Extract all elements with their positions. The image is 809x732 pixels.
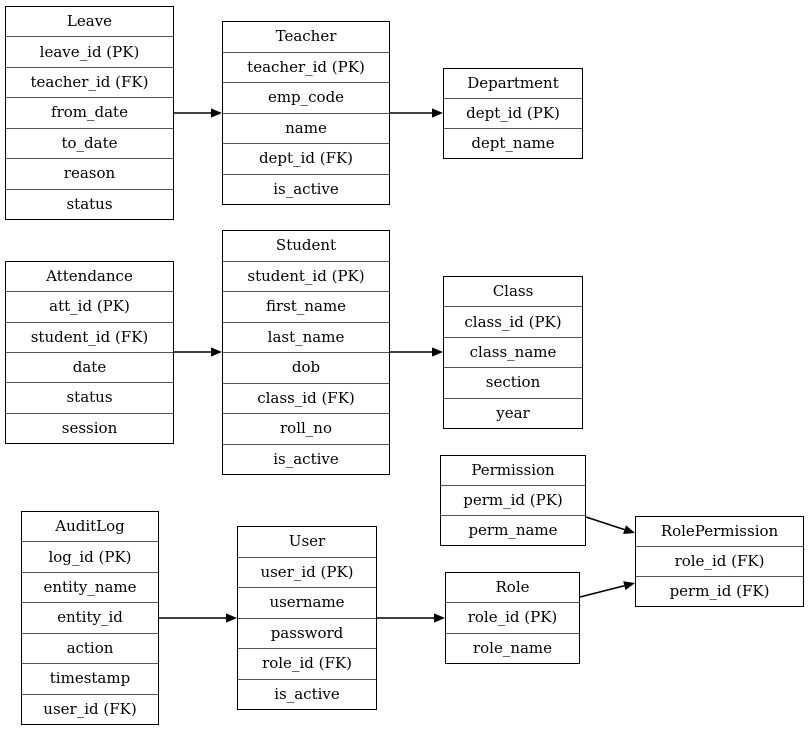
entity-field-attendance-3: status (6, 382, 173, 413)
arrowhead-icon (434, 613, 445, 623)
entity-title-attendance: Attendance (6, 262, 173, 292)
entity-field-teacher-1: emp_code (223, 82, 389, 113)
relationship-leave-teacher (174, 108, 222, 118)
entity-field-auditlog-2: entity_id (22, 602, 158, 633)
entity-field-auditlog-1: entity_name (22, 571, 158, 603)
entity-field-class-0: class_id (PK) (444, 306, 582, 337)
entity-field-permission-0: perm_id (PK) (441, 485, 585, 515)
entity-field-teacher-3: dept_id (FK) (223, 143, 389, 174)
entity-field-rolepermission-0: role_id (FK) (636, 546, 803, 576)
entity-field-role-1: role_name (446, 632, 579, 663)
entity-field-user-0: user_id (PK) (238, 556, 376, 587)
relationship-line (585, 516, 625, 531)
arrowhead-icon (211, 108, 222, 118)
entity-field-teacher-4: is_active (223, 173, 389, 204)
arrowhead-icon (623, 525, 635, 534)
entity-field-attendance-0: att_id (PK) (6, 291, 173, 322)
entity-field-auditlog-0: log_id (PK) (22, 541, 158, 572)
relationship-line (579, 584, 625, 598)
entity-field-class-1: class_name (444, 336, 582, 368)
arrowhead-icon (432, 347, 443, 357)
entity-field-leave-3: to_date (6, 127, 173, 159)
relationship-role-rolepermission (579, 581, 635, 598)
entity-field-attendance-2: date (6, 351, 173, 383)
relationship-auditlog-user (159, 613, 237, 623)
entity-field-user-3: role_id (FK) (238, 648, 376, 679)
relationship-permission-rolepermission (585, 516, 635, 534)
entity-field-student-6: is_active (223, 443, 389, 474)
entity-field-department-1: dept_name (444, 128, 582, 158)
entity-field-role-0: role_id (PK) (446, 602, 579, 633)
entity-title-rolepermission: RolePermission (636, 517, 803, 546)
entity-field-leave-0: leave_id (PK) (6, 36, 173, 67)
relationship-student-class (390, 347, 443, 357)
entity-field-user-1: username (238, 587, 376, 618)
entity-field-attendance-4: session (6, 412, 173, 443)
entity-field-student-4: class_id (FK) (223, 382, 389, 413)
entity-title-department: Department (444, 69, 582, 98)
entity-field-leave-4: reason (6, 158, 173, 189)
relationship-attendance-student (174, 347, 222, 357)
entity-title-leave: Leave (6, 7, 173, 37)
entity-title-class: Class (444, 277, 582, 307)
entity-field-auditlog-5: user_id (FK) (22, 693, 158, 724)
relationship-teacher-department (390, 108, 443, 118)
entity-field-leave-2: from_date (6, 97, 173, 128)
arrowhead-icon (432, 108, 443, 118)
entity-field-student-1: first_name (223, 291, 389, 322)
entity-field-permission-1: perm_name (441, 515, 585, 545)
entity-field-leave-1: teacher_id (FK) (6, 66, 173, 98)
relationship-user-role (377, 613, 445, 623)
entity-title-role: Role (446, 573, 579, 603)
entity-field-student-3: dob (223, 352, 389, 383)
entity-field-student-0: student_id (PK) (223, 260, 389, 291)
entity-title-permission: Permission (441, 456, 585, 485)
entity-field-department-0: dept_id (PK) (444, 98, 582, 128)
arrowhead-icon (623, 581, 635, 591)
entity-field-auditlog-3: action (22, 632, 158, 664)
entity-field-rolepermission-1: perm_id (FK) (636, 576, 803, 606)
entity-field-student-2: last_name (223, 321, 389, 352)
entity-field-class-3: year (444, 397, 582, 429)
entity-field-teacher-0: teacher_id (PK) (223, 51, 389, 82)
entity-field-auditlog-4: timestamp (22, 663, 158, 694)
entity-field-class-2: section (444, 367, 582, 398)
entity-title-teacher: Teacher (223, 22, 389, 52)
entity-title-student: Student (223, 231, 389, 261)
entity-field-teacher-2: name (223, 112, 389, 143)
arrowhead-icon (226, 613, 237, 623)
arrowhead-icon (211, 347, 222, 357)
entity-title-user: User (238, 527, 376, 557)
entity-field-attendance-1: student_id (FK) (6, 321, 173, 352)
entity-field-user-4: is_active (238, 678, 376, 709)
entity-field-leave-5: status (6, 188, 173, 219)
entity-field-user-2: password (238, 617, 376, 648)
entity-field-student-5: roll_no (223, 413, 389, 444)
entity-title-auditlog: AuditLog (22, 512, 158, 542)
